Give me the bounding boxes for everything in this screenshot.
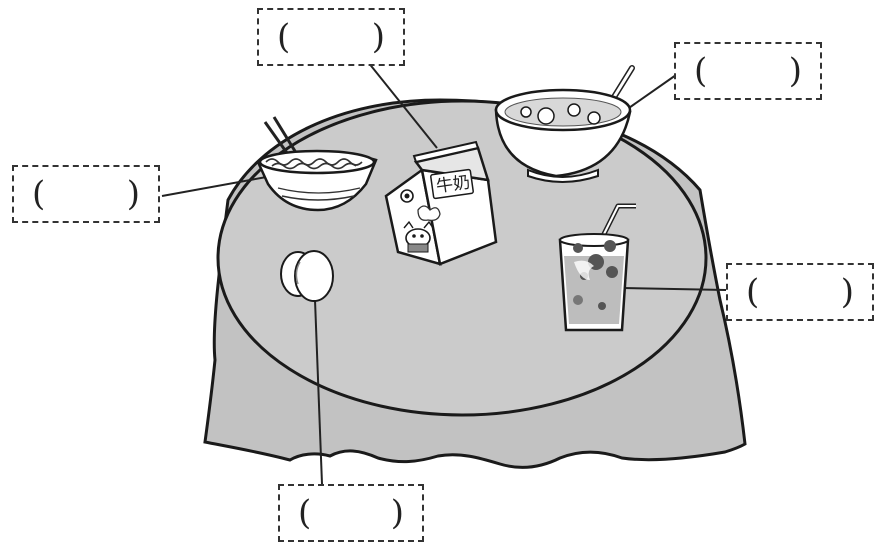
leader-lines bbox=[161, 61, 727, 485]
label-box-egg[interactable]: ( ) bbox=[278, 484, 424, 542]
noodle-bowl-icon bbox=[256, 116, 378, 212]
close-paren: ) bbox=[390, 493, 404, 533]
open-paren: ( bbox=[746, 272, 760, 312]
leader-line-milk bbox=[367, 61, 438, 149]
open-paren: ( bbox=[32, 174, 46, 214]
leader-line-drink bbox=[621, 287, 727, 291]
open-paren: ( bbox=[694, 51, 708, 91]
leader-line-egg bbox=[314, 299, 323, 485]
leader-line-soup bbox=[625, 74, 677, 111]
label-box-milk[interactable]: ( ) bbox=[257, 8, 405, 66]
carton-label: 牛奶 bbox=[435, 173, 471, 198]
label-box-soup[interactable]: ( ) bbox=[674, 42, 822, 100]
drink-cup-icon bbox=[558, 203, 636, 332]
label-box-noodle[interactable]: ( ) bbox=[12, 165, 160, 223]
close-paren: ) bbox=[371, 17, 385, 57]
close-paren: ) bbox=[126, 174, 140, 214]
open-paren: ( bbox=[298, 493, 312, 533]
milk-carton-icon: 牛奶 bbox=[384, 140, 498, 266]
soup-bowl-icon bbox=[494, 65, 635, 183]
close-paren: ) bbox=[788, 51, 802, 91]
close-paren: ) bbox=[840, 272, 854, 312]
leader-line-noodle bbox=[161, 175, 273, 197]
label-box-drink[interactable]: ( ) bbox=[726, 263, 874, 321]
eggs-icon bbox=[280, 250, 334, 302]
open-paren: ( bbox=[277, 17, 291, 57]
